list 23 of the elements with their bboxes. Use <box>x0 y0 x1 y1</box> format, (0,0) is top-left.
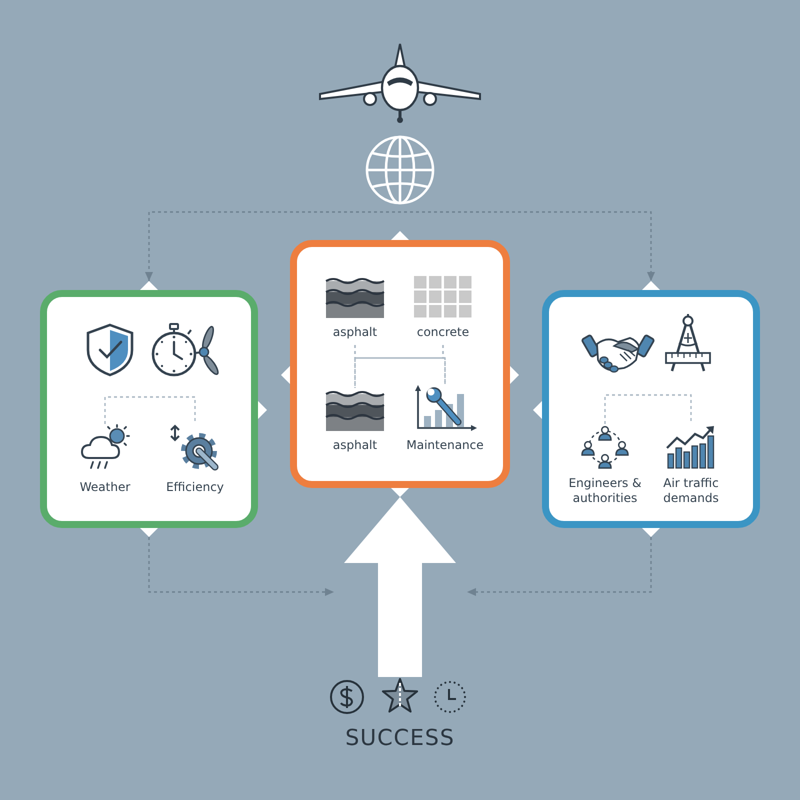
airplane-globe-icon <box>316 42 484 206</box>
block-arrow <box>344 497 456 677</box>
shield-check-icon <box>84 322 136 378</box>
dashed-line <box>442 345 446 384</box>
node-label: SUCCESS <box>344 725 456 753</box>
compass-ruler-icon <box>664 313 712 373</box>
node-label: Engineers & authorities <box>568 476 642 506</box>
node-label: concrete <box>416 325 470 340</box>
dashed-line <box>104 396 196 424</box>
dashed-arrow <box>148 537 334 596</box>
stopwatch-propeller-icon <box>150 322 220 378</box>
panel-card <box>542 290 760 528</box>
node-label: Weather <box>78 480 132 495</box>
node-label: Air traffic demands <box>662 476 720 506</box>
node-label: Maintenance <box>405 438 485 453</box>
panel-card <box>290 240 510 488</box>
panel-card <box>40 290 258 528</box>
node-label: Efficiency <box>165 480 225 495</box>
node-label: asphalt <box>332 325 378 340</box>
dashed-arrow <box>467 537 652 596</box>
node-label: asphalt <box>332 438 378 453</box>
dashed-line <box>604 394 692 424</box>
dashed-arrow <box>145 211 655 281</box>
